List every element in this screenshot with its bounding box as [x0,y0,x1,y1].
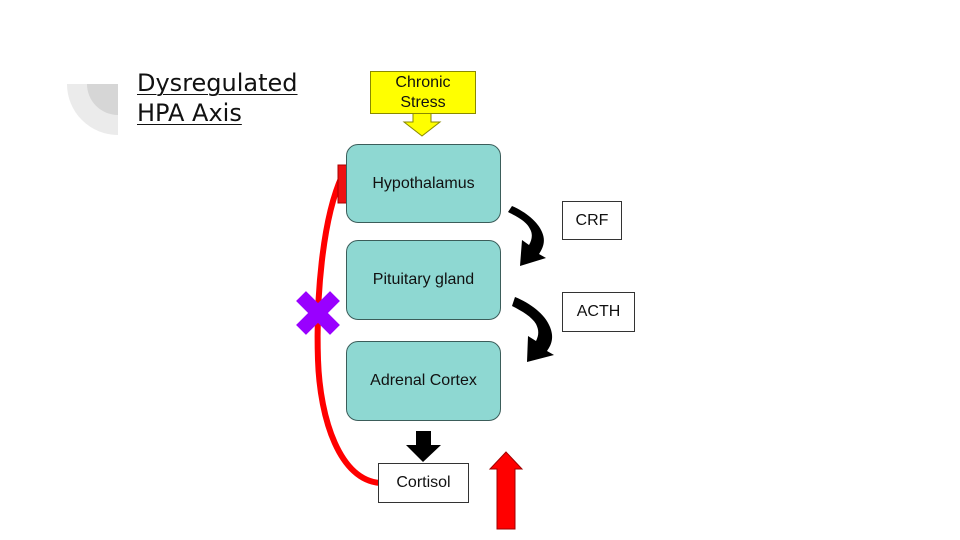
cortisol-label-box: Cortisol [378,463,469,503]
slide-title-line-1: Dysregulated [137,69,298,97]
adrenal-cortex-node: Adrenal Cortex [346,341,501,421]
acth-label: ACTH [576,303,621,320]
blocked-feedback-x-icon [296,291,340,335]
pituitary-node: Pituitary gland [346,240,501,320]
hypothalamus-node: Hypothalamus [346,144,501,223]
chronic-stress-line-1: Chronic [395,74,451,91]
crf-label: CRF [575,211,609,229]
crf-flow-arrow [508,206,546,266]
adrenal-cortex-label: Adrenal Cortex [370,372,477,389]
cortisol-output-arrow [406,431,441,462]
pituitary-label: Pituitary gland [372,271,475,288]
slide-title-line-2: HPA Axis [137,99,242,127]
cortisol-increase-arrow-icon [488,451,524,530]
hypothalamus-label: Hypothalamus [372,174,475,192]
stress-arrow [402,112,442,137]
decorative-quarter-circle [67,84,118,135]
acth-label-box: ACTH [562,292,635,332]
crf-label-box: CRF [562,201,622,240]
chronic-stress-line-2: Stress [400,94,446,111]
slide-title: Dysregulated HPA Axis [137,68,298,128]
feedback-line [314,174,381,486]
cortisol-label: Cortisol [396,474,451,491]
chronic-stress-box: Chronic Stress [370,71,476,114]
acth-flow-arrow [512,297,554,362]
